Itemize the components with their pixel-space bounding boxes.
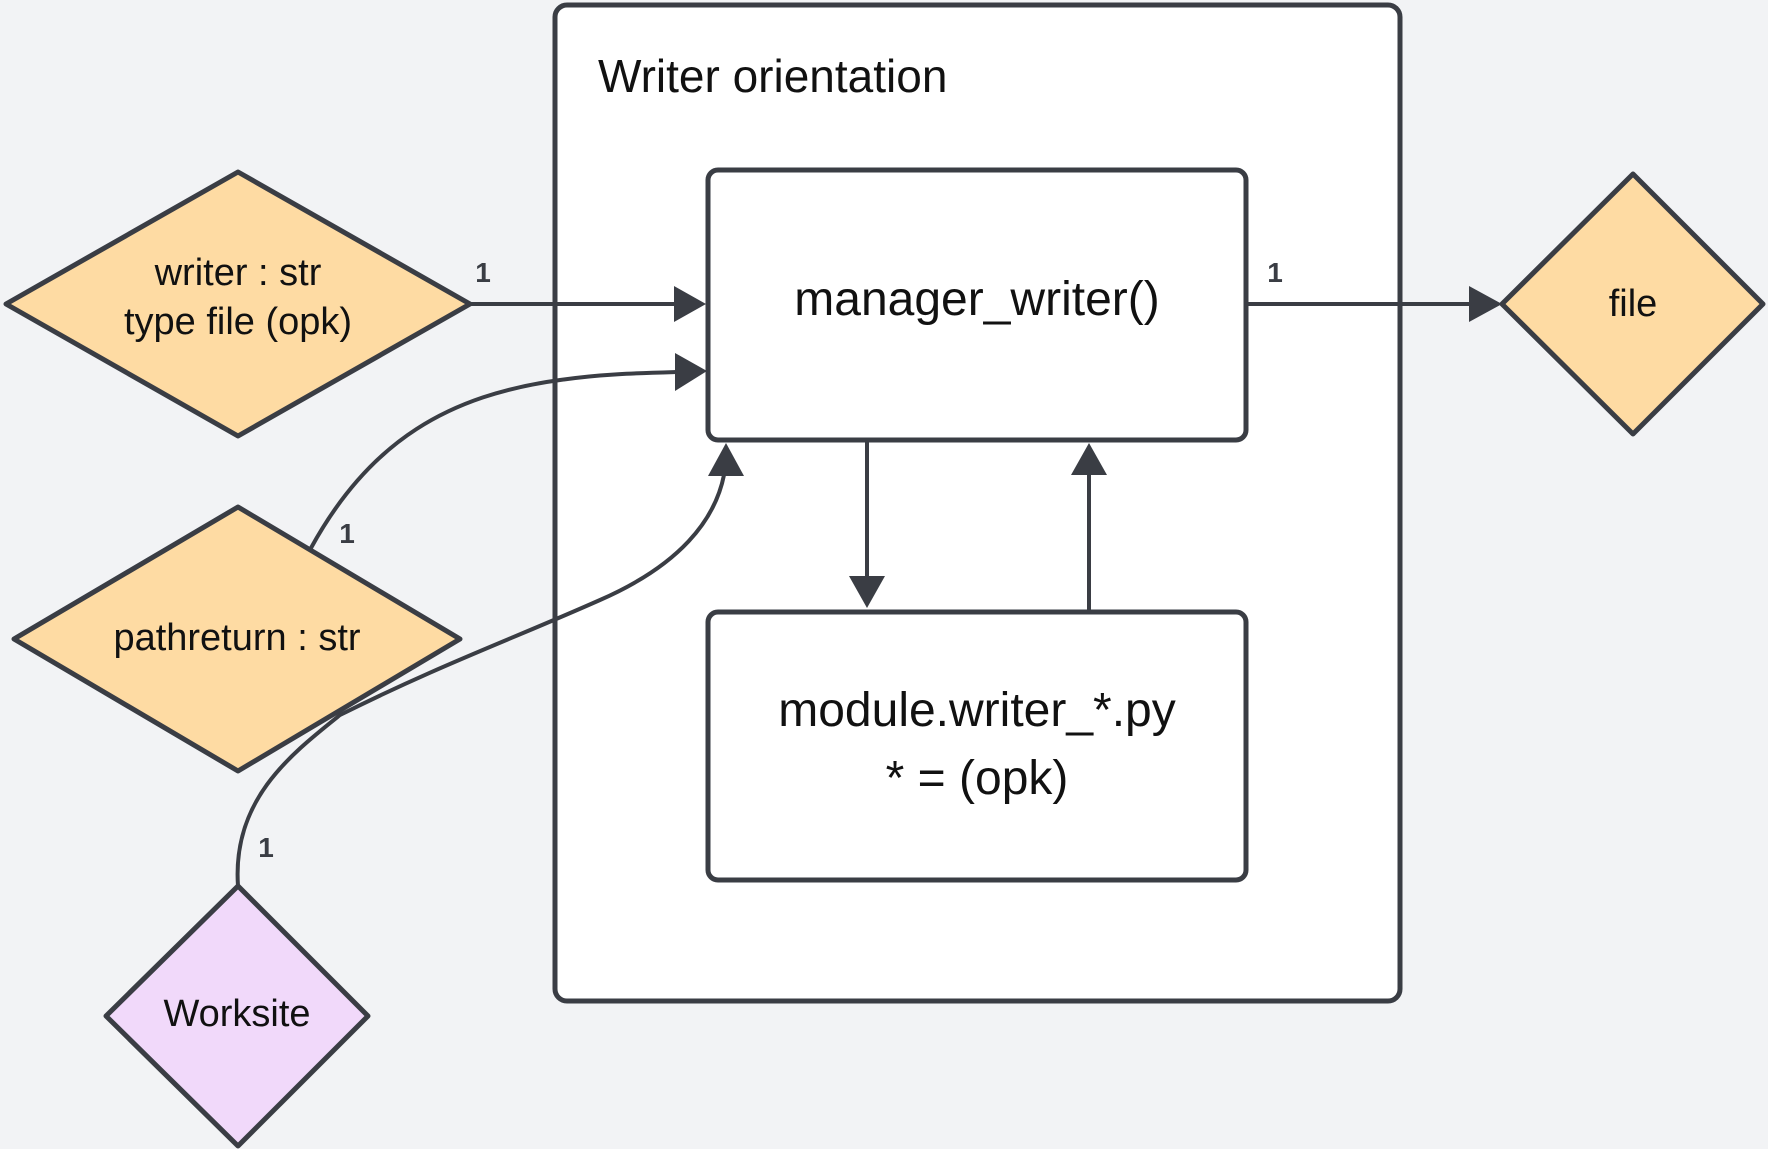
edge-manager-to-file[interactable]: 1 (1246, 257, 1502, 322)
worksite-diamond[interactable]: Worksite (103, 883, 371, 1149)
pathreturn-diamond[interactable]: pathreturn : str (11, 504, 463, 774)
manager-writer-label: manager_writer() (794, 273, 1159, 326)
module-writer-label-line2: * = (opk) (886, 752, 1069, 805)
edge-worksite-to-manager[interactable]: 1 (235, 443, 744, 887)
file-edge-multiplicity: 1 (1267, 257, 1283, 288)
edge-writer-to-manager[interactable]: 1 (470, 257, 706, 322)
arrowhead-icon (1071, 443, 1107, 475)
arrowhead-icon (1469, 286, 1502, 322)
arrowhead-icon (849, 576, 885, 608)
container-title: Writer orientation (598, 50, 947, 102)
arrowhead-icon (674, 286, 706, 322)
pathreturn-edge-multiplicity: 1 (339, 518, 355, 549)
worksite-edge-multiplicity: 1 (258, 832, 274, 863)
pathreturn-label: pathreturn : str (113, 617, 360, 659)
file-output-label: file (1609, 283, 1658, 325)
module-writer-box[interactable]: module.writer_*.py * = (opk) (705, 609, 1249, 883)
file-output-diamond[interactable]: file (1499, 171, 1766, 437)
writer-input-label-line2: type file (opk) (124, 301, 352, 343)
manager-writer-box[interactable]: manager_writer() (705, 167, 1249, 443)
writer-input-label-line1: writer : str (154, 252, 322, 294)
edge-manager-to-module[interactable] (849, 440, 885, 608)
edge-pathreturn-to-manager[interactable]: 1 (309, 353, 707, 549)
worksite-label: Worksite (163, 993, 310, 1035)
edge-module-to-manager[interactable] (1071, 443, 1107, 612)
writer-edge-multiplicity: 1 (475, 257, 491, 288)
arrowhead-icon (708, 443, 744, 476)
module-writer-label-line1: module.writer_*.py (778, 684, 1176, 737)
arrowhead-icon (675, 353, 707, 391)
writer-input-diamond[interactable]: writer : str type file (opk) (3, 169, 473, 439)
